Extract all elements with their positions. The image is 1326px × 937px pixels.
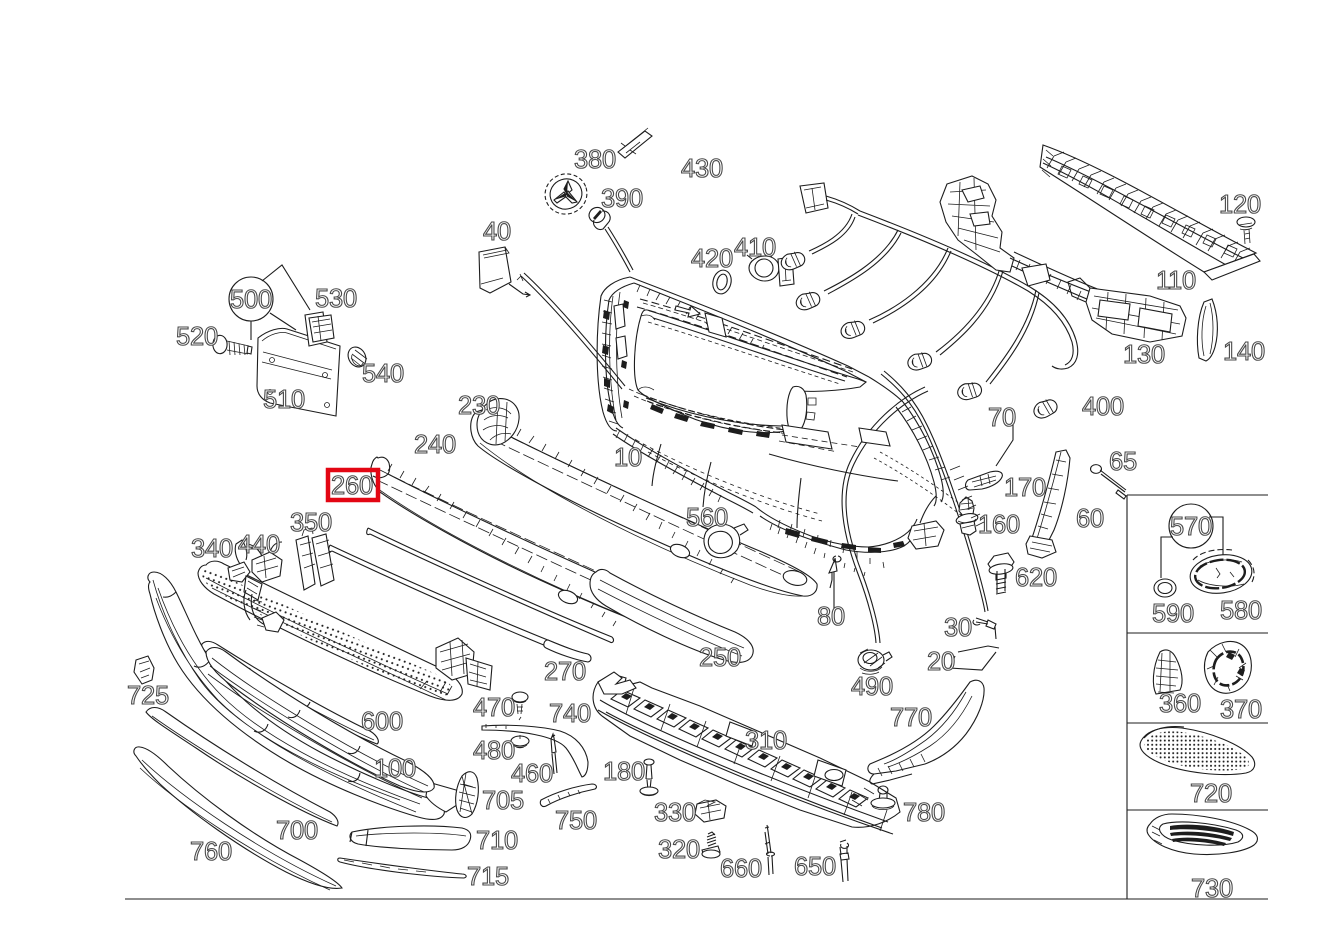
svg-text:270: 270 [544, 658, 586, 686]
svg-text:320: 320 [658, 836, 700, 864]
svg-text:510: 510 [263, 386, 305, 414]
svg-text:390: 390 [601, 185, 643, 213]
svg-text:430: 430 [681, 155, 723, 183]
svg-text:410: 410 [734, 234, 776, 262]
svg-text:470: 470 [473, 694, 515, 722]
svg-text:380: 380 [574, 146, 616, 174]
svg-text:140: 140 [1223, 338, 1265, 366]
svg-text:590: 590 [1152, 600, 1194, 628]
svg-text:80: 80 [817, 603, 845, 631]
svg-text:420: 420 [691, 245, 733, 273]
svg-text:440: 440 [238, 531, 280, 559]
svg-text:370: 370 [1220, 696, 1262, 724]
svg-text:340: 340 [191, 535, 233, 563]
svg-text:740: 740 [549, 700, 591, 728]
svg-text:725: 725 [127, 682, 169, 710]
svg-text:240: 240 [414, 431, 456, 459]
svg-text:30: 30 [944, 614, 972, 642]
svg-text:530: 530 [315, 285, 357, 313]
svg-text:600: 600 [361, 708, 403, 736]
svg-text:750: 750 [555, 807, 597, 835]
svg-text:60: 60 [1076, 505, 1104, 533]
svg-text:760: 760 [190, 838, 232, 866]
svg-text:65: 65 [1109, 448, 1137, 476]
svg-text:570: 570 [1170, 513, 1212, 541]
svg-text:230: 230 [458, 392, 500, 420]
svg-text:260: 260 [331, 472, 373, 500]
svg-text:660: 660 [720, 855, 762, 883]
svg-text:170: 170 [1004, 474, 1046, 502]
svg-text:520: 520 [176, 323, 218, 351]
svg-text:10: 10 [614, 444, 642, 472]
svg-text:70: 70 [988, 404, 1016, 432]
svg-text:705: 705 [482, 787, 524, 815]
svg-text:400: 400 [1082, 393, 1124, 421]
svg-text:730: 730 [1191, 875, 1233, 903]
svg-text:480: 480 [473, 737, 515, 765]
svg-text:770: 770 [890, 704, 932, 732]
svg-text:720: 720 [1190, 780, 1232, 808]
svg-text:780: 780 [903, 799, 945, 827]
svg-text:180: 180 [603, 758, 645, 786]
svg-text:130: 130 [1123, 341, 1165, 369]
svg-text:20: 20 [927, 648, 955, 676]
svg-text:650: 650 [794, 853, 836, 881]
svg-text:710: 710 [476, 827, 518, 855]
svg-text:715: 715 [467, 863, 509, 891]
svg-text:100: 100 [374, 755, 416, 783]
svg-text:580: 580 [1220, 597, 1262, 625]
svg-text:360: 360 [1159, 690, 1201, 718]
svg-text:350: 350 [290, 509, 332, 537]
svg-text:620: 620 [1015, 564, 1057, 592]
svg-text:460: 460 [511, 760, 553, 788]
svg-text:40: 40 [483, 218, 511, 246]
svg-text:540: 540 [362, 360, 404, 388]
svg-text:250: 250 [699, 644, 741, 672]
svg-text:330: 330 [654, 799, 696, 827]
svg-text:560: 560 [686, 504, 728, 532]
svg-text:500: 500 [230, 286, 272, 314]
svg-text:310: 310 [745, 727, 787, 755]
svg-text:110: 110 [1156, 267, 1196, 295]
svg-text:120: 120 [1219, 191, 1261, 219]
svg-text:700: 700 [276, 817, 318, 845]
svg-text:160: 160 [978, 511, 1020, 539]
svg-text:490: 490 [851, 673, 893, 701]
